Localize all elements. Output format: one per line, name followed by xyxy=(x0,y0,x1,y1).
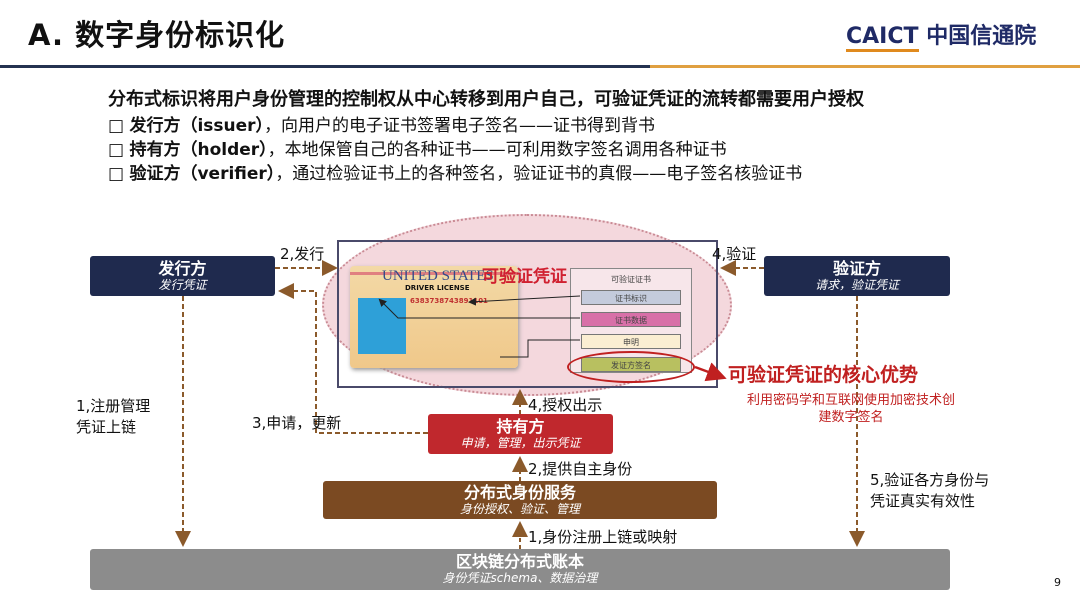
bullet-text: ，通过检验证书上的各种签名，验证证书的真假——电子签名核验证书 xyxy=(275,164,803,184)
label-issue: 2,发行 xyxy=(280,245,325,263)
issuer-sub: 发行凭证 xyxy=(158,277,207,292)
bullet-marker: □ xyxy=(108,140,125,160)
panel-item-data: 证书数据 xyxy=(581,312,681,327)
holder-title: 持有方 xyxy=(496,416,545,436)
label-provide: 2,提供自主身份 xyxy=(528,460,633,478)
verifier-sub: 请求，验证凭证 xyxy=(814,277,899,292)
logo-cn: 中国信通院 xyxy=(926,24,1037,49)
did-service-box: 分布式身份服务身份授权、验证、管理 xyxy=(323,481,717,519)
bullet-term: 持有方（holder） xyxy=(129,140,268,160)
panel-title: 可验证证书 xyxy=(611,275,651,284)
label-verify: 4,验证 xyxy=(712,245,757,263)
header-rule-orange xyxy=(650,65,1080,68)
label-chain-register: 1,身份注册上链或映射 xyxy=(528,528,678,546)
pointer-photo xyxy=(378,298,580,319)
advantage-desc: 利用密码学和互联网使用加密技术创建数字签名 xyxy=(746,393,955,425)
advantage-title: 可验证凭证的核心优势 xyxy=(728,364,919,386)
bullet-term: 验证方（verifier） xyxy=(129,164,276,184)
card-country: UNITED STATES xyxy=(382,268,494,284)
logo-en: CAICT xyxy=(846,24,919,52)
pointer-number xyxy=(468,295,581,306)
card-number: 6383738743891101 xyxy=(410,297,488,305)
label-apply: 3,申请，更新 xyxy=(252,414,342,432)
holder-sub: 申请，管理，出示凭证 xyxy=(460,435,581,450)
header-rule-navy xyxy=(0,65,650,68)
vc-label: 可验证凭证 xyxy=(482,267,567,287)
panel-item-claim: 申明 xyxy=(581,334,681,349)
issuer-box: 发行方发行凭证 xyxy=(90,256,275,296)
slide-title: A. 数字身份标识化 xyxy=(28,18,286,52)
did-sub: 身份授权、验证、管理 xyxy=(459,501,580,516)
signature-highlight-circle xyxy=(567,351,695,383)
credential-frame xyxy=(337,240,718,388)
label-validate: 5,验证各方身份与 凭证真实有效性 xyxy=(870,471,990,510)
arrow-apply xyxy=(278,283,428,434)
card-type: DRIVER LICENSE xyxy=(405,284,470,292)
chain-title: 区块链分布式账本 xyxy=(455,552,584,571)
arrow-advantage xyxy=(694,362,727,382)
panel-item-id: 证书标识 xyxy=(581,290,681,305)
holder-box: 持有方申请，管理，出示凭证 xyxy=(428,414,613,454)
bullet-text: ，向用户的电子证书签署电子签名——证书得到背书 xyxy=(264,116,656,136)
chain-sub: 身份凭证schema、数据治理 xyxy=(442,571,598,585)
did-title: 分布式身份服务 xyxy=(463,482,576,502)
label-authorize: 4,授权出示 xyxy=(528,396,603,414)
bullet-issuer: □ 发行方（issuer），向用户的电子证书签署电子签名——证书得到背书 xyxy=(108,111,655,136)
driver-license-image: UNITED STATES DRIVER LICENSE 63837387438… xyxy=(350,266,518,368)
bullet-marker: □ xyxy=(108,164,125,184)
bullet-marker: □ xyxy=(108,116,125,136)
card-photo xyxy=(358,298,406,354)
bullet-text: ，本地保管自己的各种证书——可利用数字签名调用各种证书 xyxy=(267,140,727,160)
intro-heading: 分布式标识将用户身份管理的控制权从中心转移到用户自己，可验证凭证的流转都需要用户… xyxy=(108,89,864,110)
bullet-holder: □ 持有方（holder），本地保管自己的各种证书——可利用数字签名调用各种证书 xyxy=(108,135,727,160)
issuer-title: 发行方 xyxy=(158,258,207,278)
card-stripe xyxy=(350,272,518,275)
label-register: 1,注册管理 凭证上链 xyxy=(76,397,151,436)
bullet-term: 发行方（issuer） xyxy=(129,116,265,136)
pointer-claim xyxy=(500,339,580,358)
verifier-box: 验证方请求，验证凭证 xyxy=(764,256,950,296)
caict-logo: CAICT 中国信通院 xyxy=(846,18,1037,52)
page-number: 9 xyxy=(1054,576,1061,589)
verifier-title: 验证方 xyxy=(832,258,881,278)
bullet-verifier: □ 验证方（verifier），通过检验证书上的各种签名，验证证书的真假——电子… xyxy=(108,159,802,184)
blockchain-box: 区块链分布式账本身份凭证schema、数据治理 xyxy=(90,549,950,590)
